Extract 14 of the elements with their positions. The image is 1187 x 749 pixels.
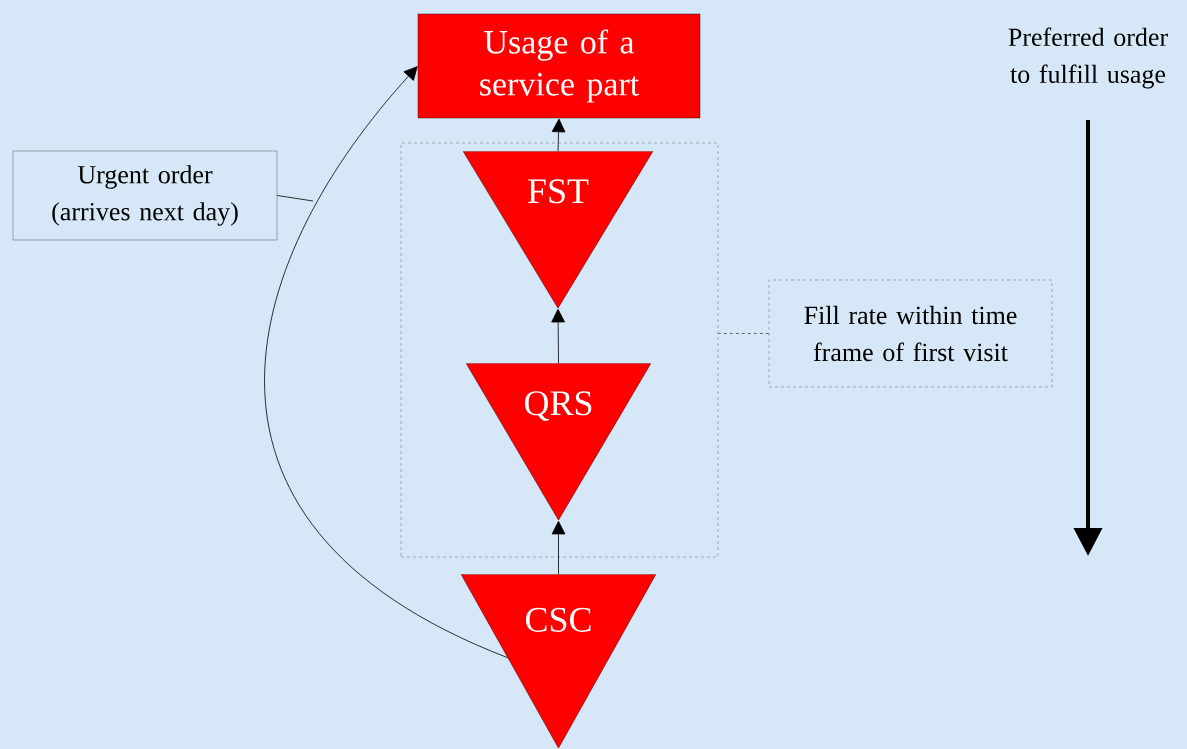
process-box: Usage of a service part bbox=[417, 13, 701, 119]
curved-arrow bbox=[264, 66, 509, 659]
triangle-node: CSC bbox=[461, 574, 656, 749]
callout-box: Urgent order (arrives next day) bbox=[12, 150, 278, 241]
triangle-node: QRS bbox=[466, 363, 651, 521]
callout-box: Fill rate within time frame of first visit bbox=[768, 279, 1053, 388]
arrow bbox=[551, 118, 566, 152]
arrow bbox=[551, 308, 565, 364]
dashed-group-box bbox=[400, 142, 719, 558]
leader-line bbox=[276, 195, 314, 202]
leader-line bbox=[717, 333, 770, 334]
note-text: Preferred order to fulfill usage bbox=[1008, 27, 1168, 89]
triangle-node: FST bbox=[463, 151, 653, 309]
arrow bbox=[551, 520, 566, 575]
